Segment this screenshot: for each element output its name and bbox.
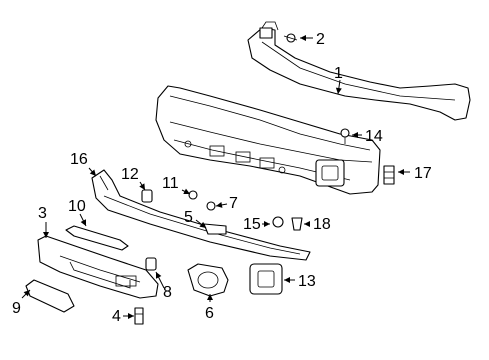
upper-bumper-bracket <box>247 21 471 121</box>
leader-arrowhead <box>183 188 190 194</box>
callout-6: 6 <box>205 305 214 322</box>
leader-arrowhead <box>352 132 358 138</box>
leader-arrowhead <box>89 169 96 176</box>
clip-12 <box>141 189 153 203</box>
bracket-5 <box>203 223 227 235</box>
leader-arrowhead <box>128 313 134 319</box>
leader-arrowhead <box>139 183 145 190</box>
callout-17: 17 <box>414 165 432 182</box>
callout-14: 14 <box>365 128 383 145</box>
callout-2: 2 <box>316 31 325 48</box>
callout-15: 15 <box>243 216 261 233</box>
callout-18: 18 <box>313 216 331 233</box>
leader-arrowhead <box>284 277 290 283</box>
callout-10: 10 <box>68 198 86 215</box>
leader-arrowhead <box>264 221 270 227</box>
callout-13: 13 <box>298 273 316 290</box>
clip-11 <box>188 190 198 200</box>
fog-bezel-13 <box>249 263 283 295</box>
callout-1: 1 <box>334 65 343 82</box>
lower-grille-panel <box>37 235 159 299</box>
leader-lines <box>21 35 410 319</box>
callout-9: 9 <box>12 300 21 317</box>
leader-arrowhead <box>304 221 310 227</box>
clip-8 <box>145 257 157 271</box>
leader-arrowhead <box>335 87 342 94</box>
trim-strip-10 <box>65 225 129 251</box>
bolt-4 <box>134 307 144 325</box>
leader-arrowhead <box>398 169 404 175</box>
clip-14 <box>340 128 350 144</box>
callout-12: 12 <box>121 166 139 183</box>
leader-arrowhead <box>80 219 86 226</box>
front-bumper-bar <box>155 85 381 195</box>
callout-8: 8 <box>163 284 172 301</box>
leader-arrowhead <box>207 294 213 300</box>
leader-arrowhead <box>23 290 30 297</box>
leader-arrowhead <box>156 272 162 279</box>
clip-15 <box>272 216 284 228</box>
callout-labels: 1 2 3 4 5 6 7 8 9 10 11 12 13 14 15 16 1… <box>12 31 432 325</box>
callout-4: 4 <box>112 308 121 325</box>
clip-18 <box>291 217 303 231</box>
fog-bezel-6 <box>187 263 229 297</box>
callout-3: 3 <box>38 205 47 222</box>
callout-16: 16 <box>70 151 88 168</box>
leader-arrowhead <box>199 221 206 228</box>
callout-7: 7 <box>229 195 238 212</box>
leader-arrowhead <box>216 201 223 208</box>
clip-7 <box>206 201 216 211</box>
bolt-17 <box>383 165 395 185</box>
bolt-2 <box>283 33 298 43</box>
callout-11: 11 <box>162 175 179 192</box>
leader-arrowhead <box>43 232 49 238</box>
trim-strip-9 <box>25 279 75 313</box>
callout-5: 5 <box>184 209 193 226</box>
leader-arrowhead <box>300 35 306 41</box>
